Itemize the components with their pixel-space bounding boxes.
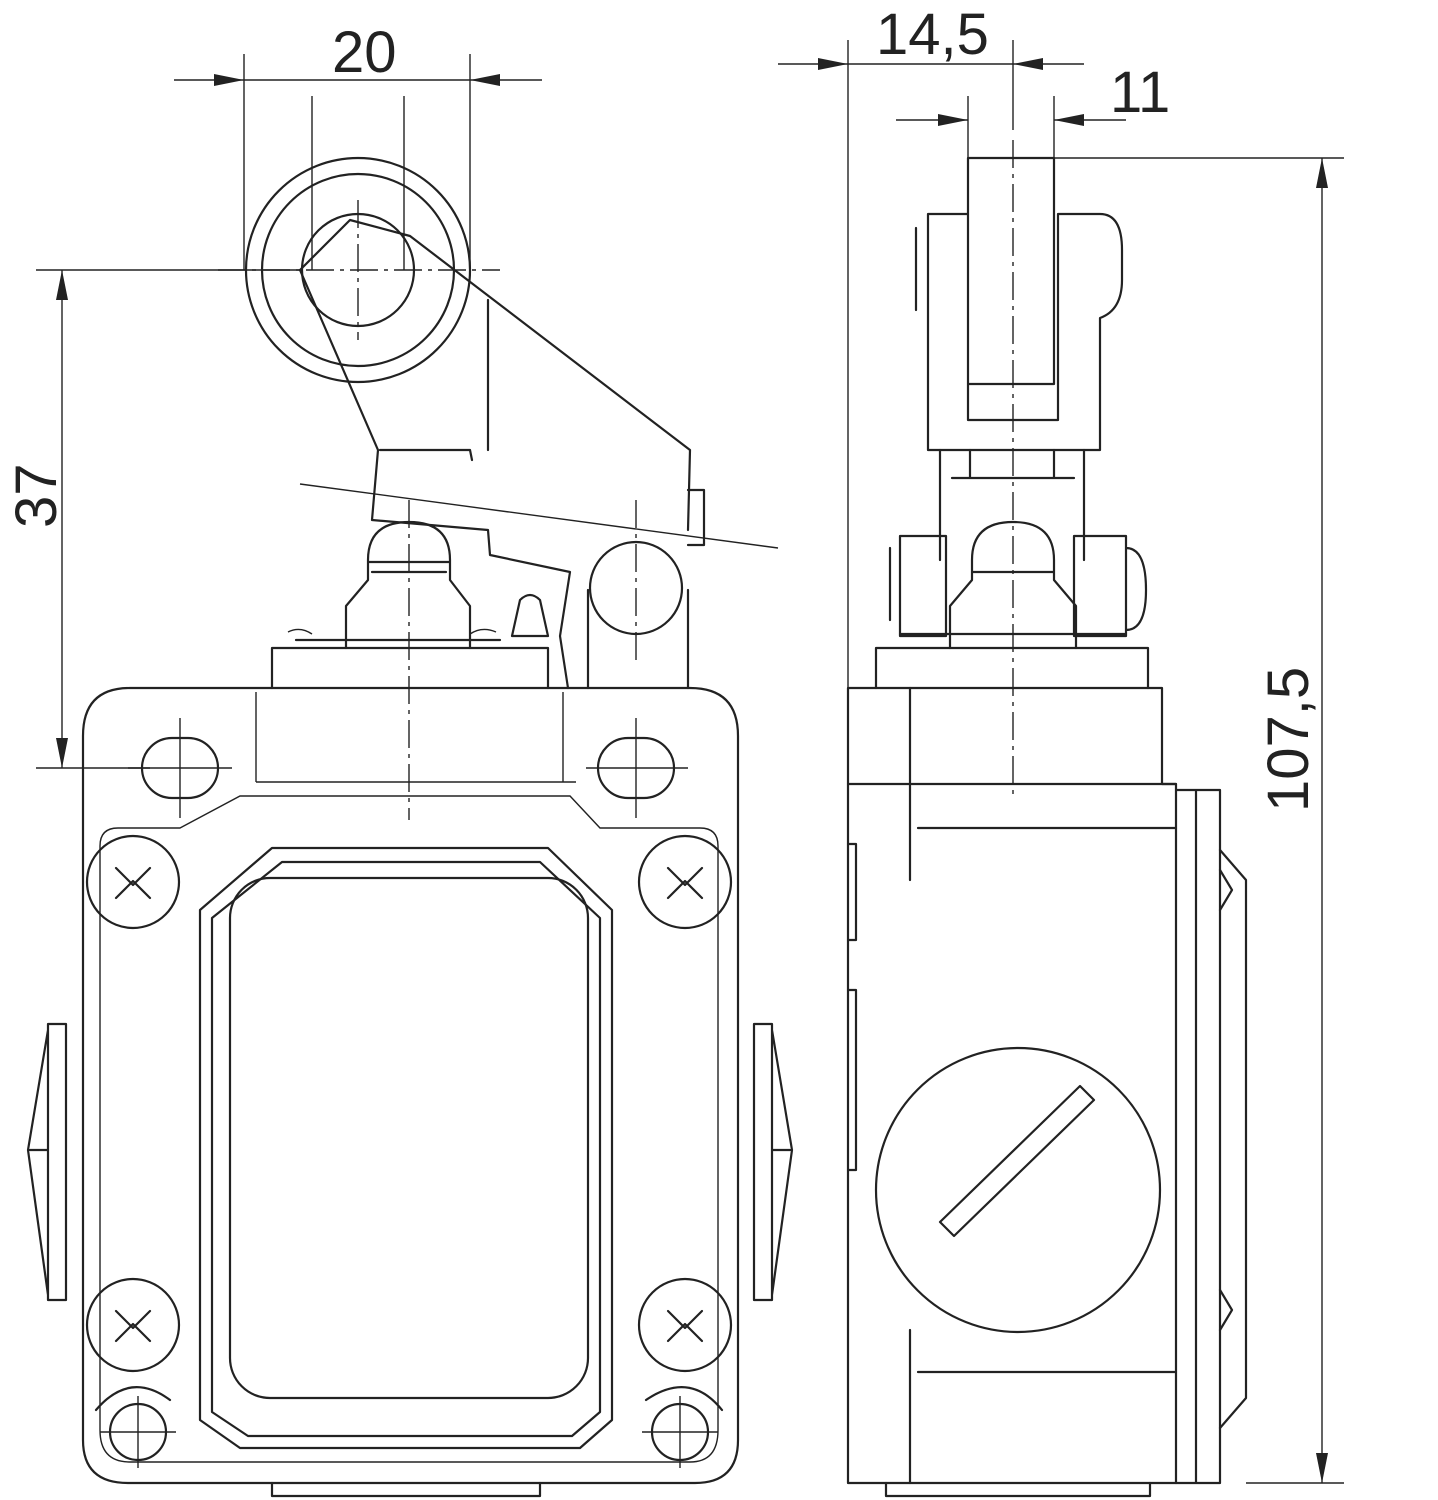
front-window xyxy=(228,876,590,1400)
front-lever-arm xyxy=(298,218,692,690)
front-housing-outline xyxy=(81,686,740,1485)
side-housing-outline xyxy=(846,686,1178,1485)
front-screw-top-left xyxy=(85,834,181,930)
dimension-lines xyxy=(36,40,1344,1484)
front-head-block xyxy=(270,638,550,690)
front-cover-middle xyxy=(210,860,602,1438)
dim-label-14-5: 14,5 xyxy=(876,2,989,67)
dim-label-11: 11 xyxy=(1110,60,1170,125)
front-view xyxy=(26,156,794,1498)
front-screw-top-right xyxy=(637,834,733,930)
front-cover-outer xyxy=(198,846,614,1450)
side-adjust-slot xyxy=(938,1084,1096,1238)
dim-label-37: 37 xyxy=(4,463,69,528)
front-screw-bottom-right xyxy=(637,1277,733,1373)
side-roller-fork xyxy=(914,156,1124,452)
front-screw-bottom-left xyxy=(85,1277,181,1373)
front-plunger xyxy=(344,520,472,650)
dim-label-107-5: 107,5 xyxy=(1256,667,1321,812)
side-view xyxy=(846,140,1248,1498)
dim-label-20: 20 xyxy=(332,20,397,85)
front-housing-inner-contour xyxy=(99,692,719,1463)
side-adjust-knob xyxy=(874,1046,1162,1334)
front-left-gland xyxy=(26,1022,68,1302)
front-right-gland xyxy=(752,1022,794,1302)
